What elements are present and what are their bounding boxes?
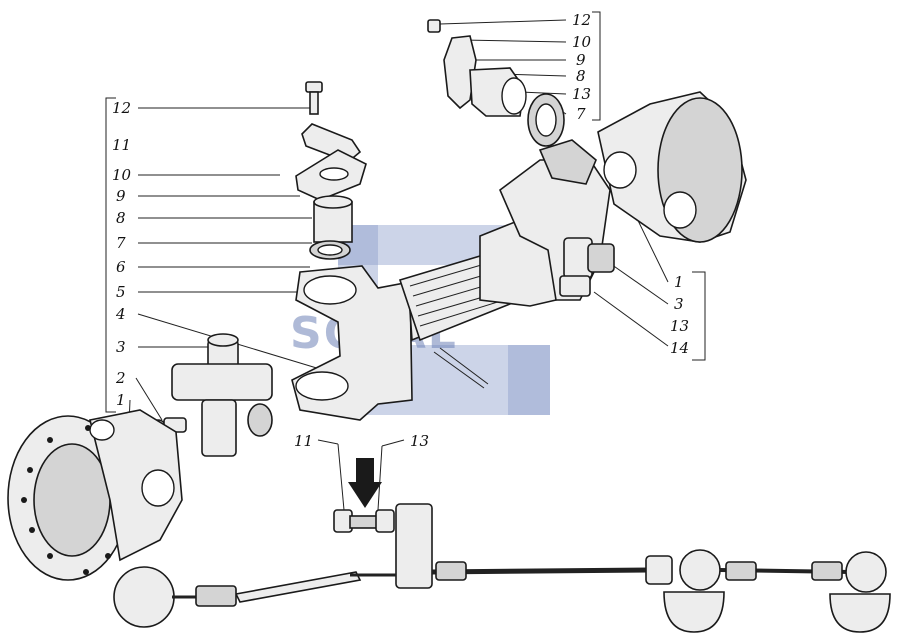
callout-left-6: 6: [116, 258, 126, 276]
top-right-callout-labels: 12 10 9 8 13 7: [572, 11, 592, 123]
callout-b-13: 13: [410, 432, 429, 450]
mini-joint: [333, 509, 395, 533]
callout-tr-12: 12: [572, 11, 591, 29]
top-right-parts: [427, 19, 565, 147]
bottom-leaders: [317, 439, 405, 511]
top-right-leaders: [439, 19, 567, 115]
top-right-bracket: [592, 11, 601, 121]
callout-b-11: 11: [294, 432, 313, 450]
left-bracket: [105, 97, 116, 413]
callout-left-12: 12: [112, 99, 131, 117]
callout-left-8: 8: [116, 209, 126, 227]
callout-r-3: 3: [674, 295, 684, 313]
callout-r-13: 13: [670, 317, 689, 335]
right-callout-labels: 1 3 13 14: [670, 273, 689, 357]
bottom-callout-labels: 11 13: [294, 432, 429, 450]
callout-tr-9: 9: [576, 51, 586, 69]
callout-left-1: 1: [116, 391, 126, 409]
callout-left-11: 11: [112, 136, 131, 154]
left-cross-spider: [171, 333, 273, 457]
left-flange-yoke: [7, 409, 183, 581]
callout-left-2: 2: [115, 369, 126, 387]
callout-tr-8: 8: [576, 67, 586, 85]
upper-bolt: [305, 81, 323, 115]
callout-left-5: 5: [116, 283, 126, 301]
right-bracket: [692, 271, 706, 361]
callout-tr-10: 10: [572, 33, 592, 51]
left-callout-labels: 12 11 10 9 8 7 6 5 4 3 2 1: [112, 99, 132, 409]
driveline-schematic: [113, 503, 891, 633]
right-cross-spider: [559, 237, 615, 297]
right-flange-yoke: [597, 91, 747, 243]
callout-tr-7: 7: [576, 105, 586, 123]
callout-left-10: 10: [112, 166, 132, 184]
callout-left-7: 7: [116, 234, 126, 252]
callout-left-3: 3: [116, 338, 126, 356]
callout-tr-13: 13: [572, 85, 591, 103]
needle-bearing-cup: [313, 195, 353, 243]
callout-left-4: 4: [115, 305, 126, 323]
pointer-arrow: [348, 458, 382, 508]
callout-r-1: 1: [674, 273, 684, 291]
lock-plate: [301, 123, 362, 163]
callout-left-9: 9: [116, 187, 126, 205]
split-pin: [433, 347, 489, 389]
callout-r-14: 14: [670, 339, 689, 357]
